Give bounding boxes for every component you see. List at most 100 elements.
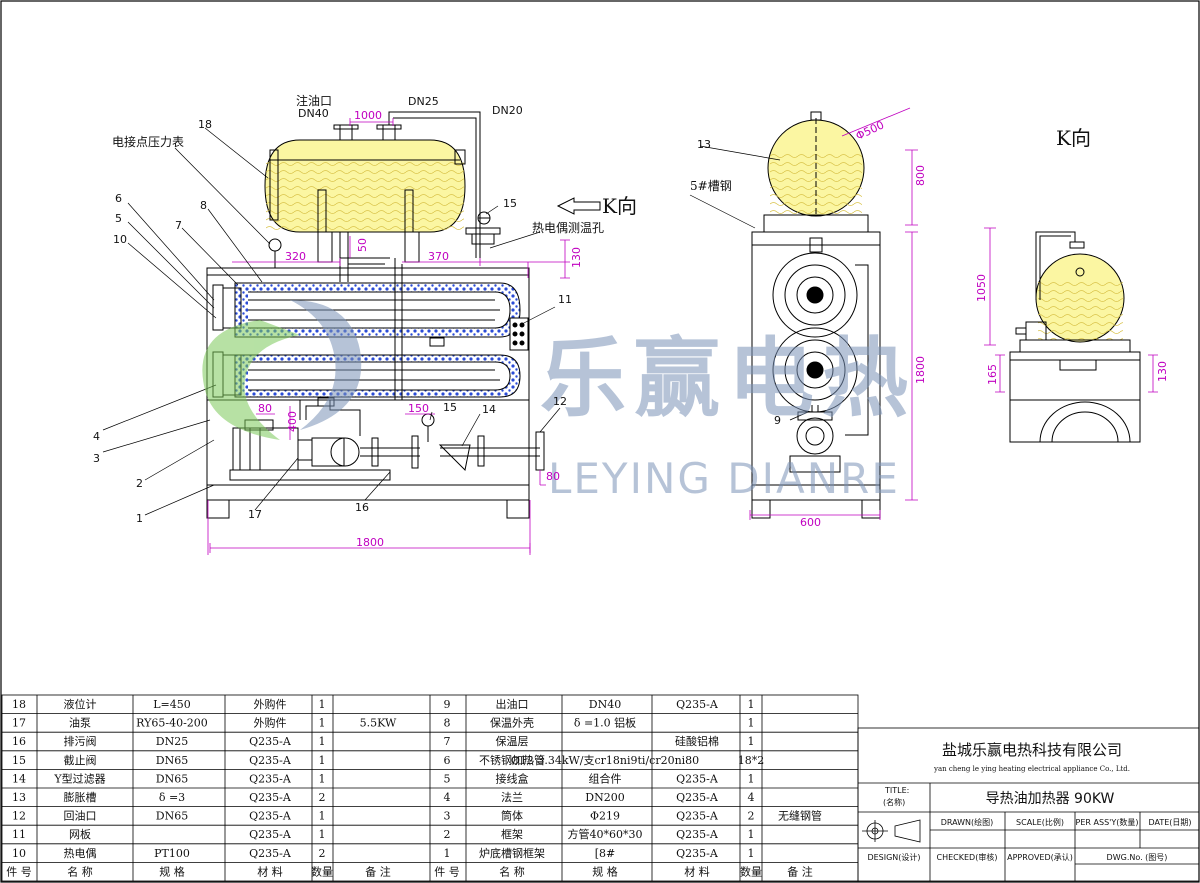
label-k-direction: K向 (602, 194, 637, 218)
bom-cell-material: Q235-A (249, 828, 292, 841)
bom-cell-no: 12 (12, 810, 26, 823)
bom-cell-no: 18 (12, 698, 26, 711)
bom-cell-no: 15 (12, 754, 26, 767)
bom-cell-name: 保温外壳 (490, 716, 534, 730)
drawn-label: DRAWN(绘图) (941, 817, 994, 827)
bom-cell-material: 硅酸铝棉 (675, 734, 719, 748)
k-view-title: K向 (1056, 126, 1091, 150)
callout-3: 3 (93, 452, 100, 465)
bom-cell-material: Q235-A (249, 810, 292, 823)
dim-800: 800 (914, 165, 927, 186)
bom-cell-qty: 1 (319, 828, 326, 841)
dim-1000: 1000 (354, 109, 382, 122)
bom-cell-no: 2 (444, 828, 451, 841)
bom-cell-spec: 组合件 (589, 771, 622, 785)
k-arrow-icon (556, 197, 601, 215)
callout-17: 17 (248, 508, 262, 521)
label-dn25: DN25 (408, 95, 439, 108)
callout-12: 12 (553, 395, 567, 408)
bom-cell-spec: 方管40*60*30 (568, 827, 643, 841)
front-view (206, 111, 545, 519)
bom-cell-name: 液位计 (64, 697, 97, 711)
callout-2: 2 (136, 477, 143, 490)
bom-cell-spec: DN65 (156, 754, 188, 767)
bom-cell-qty: 1 (748, 717, 755, 730)
dim-1800-side: 1800 (914, 356, 927, 384)
bom-cell-name: Y型过滤器 (53, 771, 105, 785)
callout-11: 11 (558, 293, 572, 306)
dimensions (207, 107, 1158, 555)
bom-cell-qty: 1 (319, 735, 326, 748)
watermark-cn: 乐赢电热 (540, 329, 916, 429)
bom-cell-qty: 1 (319, 754, 326, 767)
bom-cell-name: 筒体 (501, 809, 523, 823)
callout-18: 18 (198, 118, 212, 131)
label-pressure-gauge: 电接点压力表 (112, 134, 184, 149)
bom-cell-name: 热电偶 (64, 847, 97, 860)
bom-cell-name: 截止阀 (64, 753, 97, 767)
bom-cell-name: 排污阀 (64, 734, 97, 748)
title-label-cn: (名称) (883, 797, 905, 807)
bom-cell-spec: δ =1.0 铝板 (574, 716, 636, 730)
bom-header-name: 名 称 (67, 864, 93, 878)
dim-1800-front: 1800 (356, 536, 384, 549)
bom-header-qty: 数量 (740, 865, 762, 878)
bom-header-material: 材 料 (257, 864, 283, 878)
bom-header-spec: 规 格 (159, 864, 185, 878)
dim-80a: 80 (258, 402, 272, 415)
watermark-en: LEYING DIANRE (548, 454, 900, 503)
bom-cell-no: 14 (12, 772, 26, 785)
bom-cell-no: 3 (444, 810, 451, 823)
bom-header-no: 件 号 (434, 865, 460, 878)
bom-cell-spec: DN25 (156, 735, 188, 748)
dim-1050: 1050 (975, 274, 988, 302)
bom-cell-name: 法兰 (501, 790, 523, 804)
bom-cell-qty: 1 (748, 772, 755, 785)
flange-lower (772, 327, 858, 413)
bom-cell-material: Q235-A (249, 735, 292, 748)
bom-cell-name: 炉底槽钢框架 (479, 846, 545, 860)
dim-600: 600 (800, 516, 821, 529)
dwg-no-label: DWG.No. (图号) (1107, 853, 1168, 862)
bom-cell-spec: DN65 (156, 772, 188, 785)
side-view (751, 111, 881, 519)
callout-10: 10 (113, 233, 127, 246)
product-title: 导热油加热器 90KW (986, 791, 1115, 807)
bom-cell-no: 1 (444, 847, 451, 860)
bom-cell-material: Q235-A (676, 791, 719, 804)
bom-cell-material: Q235-A (249, 754, 292, 767)
company-name-en: yan cheng le ying heating electrical app… (933, 765, 1130, 773)
callout-8: 8 (200, 199, 207, 212)
bom-cell-material: Q235-A (676, 772, 719, 785)
bom-cell-name: 膨胀槽 (64, 790, 97, 804)
bom-cell-qty: 1 (748, 735, 755, 748)
callout-5: 5 (115, 212, 122, 225)
dim-320: 320 (285, 250, 306, 263)
bom-cell-material: Q235-A (676, 847, 719, 860)
bom-cell-no: 17 (12, 717, 26, 730)
bom-cell-spec: Φ219 (590, 810, 620, 823)
bom-cell-spec: [8# (595, 847, 616, 860)
bom-cell-no: 8 (444, 717, 451, 730)
bom-cell-spec: DN65 (156, 810, 188, 823)
bom-cell-qty: 1 (748, 828, 755, 841)
date-label: DATE(日期) (1148, 818, 1191, 827)
bom-cell-material: Q235-A (676, 810, 719, 823)
label-fill-port: 注油口 (296, 93, 332, 108)
bom-cell-material: 外购件 (254, 697, 287, 711)
bom-header-note: 备 注 (787, 864, 813, 878)
bom-header-name: 名 称 (499, 864, 525, 878)
callout-6: 6 (115, 192, 122, 205)
dim-50: 50 (356, 238, 369, 252)
bom-cell-qty: 1 (319, 717, 326, 730)
bom-cell-name: 回油口 (64, 809, 97, 823)
bom-cell-spec: RY65-40-200 (136, 717, 208, 730)
bom-cell-no: 4 (444, 791, 451, 804)
bom-cell-material: Q235-A (249, 791, 292, 804)
bom-cell-material: Q235-A (249, 847, 292, 860)
bom-header-material: 材 料 (684, 864, 710, 878)
leader-lines (102, 127, 809, 516)
bom-cell-spec: DN40 (589, 698, 621, 711)
